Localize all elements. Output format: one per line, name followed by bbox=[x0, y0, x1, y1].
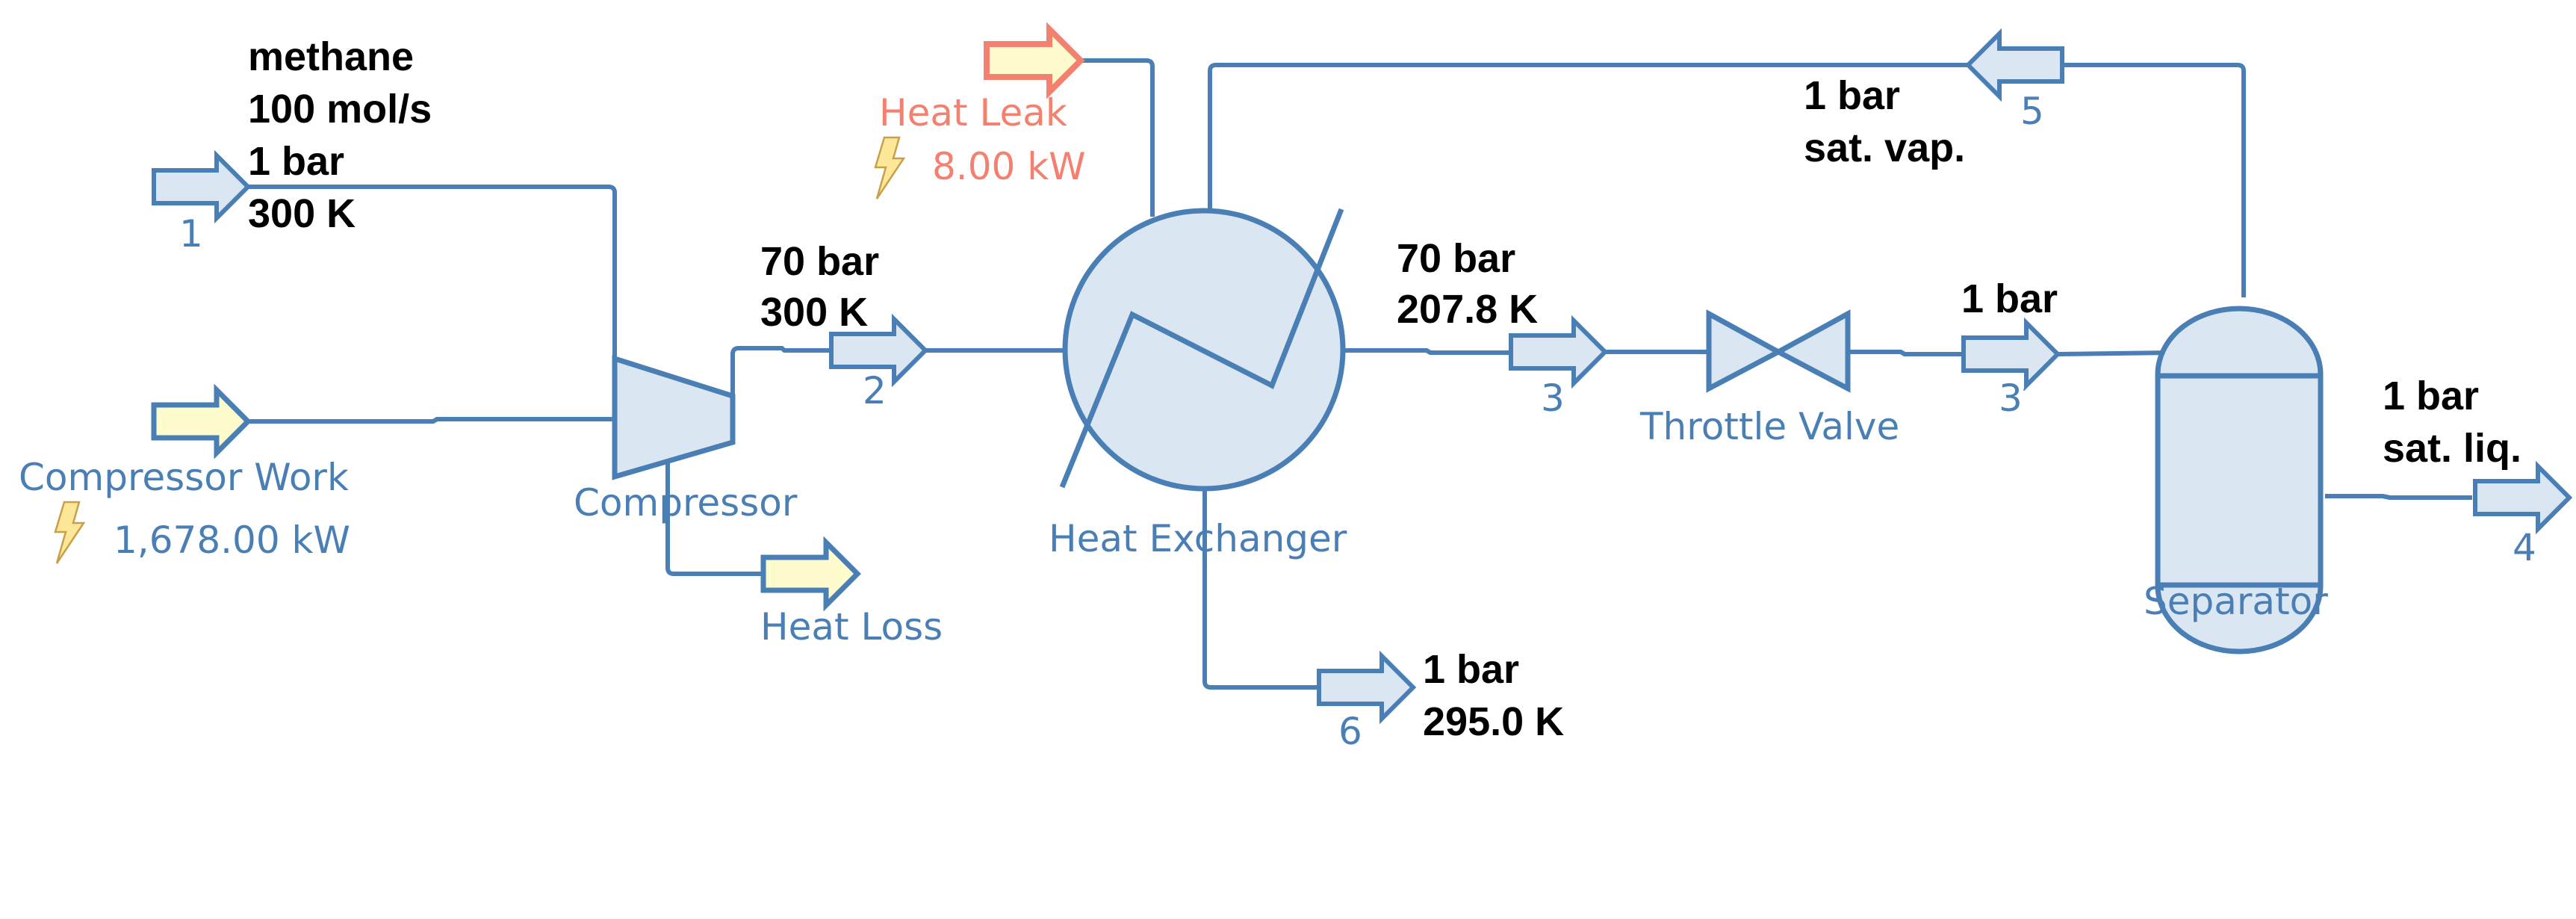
stream-6-temperature: 295.0 K bbox=[1423, 699, 1564, 744]
pipe-stream-5-to-hx bbox=[1208, 63, 1968, 211]
stream-label-6: 6 bbox=[1338, 710, 1362, 753]
heat-leak-value: 8.00 kW bbox=[932, 145, 1086, 188]
heat-exchanger-label: Heat Exchanger bbox=[1049, 517, 1347, 560]
compressor[interactable] bbox=[612, 355, 736, 480]
lightning-bolt-icon bbox=[874, 136, 906, 199]
stream-5-pressure: 1 bar bbox=[1804, 73, 1900, 118]
stream-6-pressure: 1 bar bbox=[1423, 647, 1519, 692]
energy-arrow-heat-loss[interactable] bbox=[760, 536, 861, 612]
compressor-work-label: Compressor Work bbox=[19, 456, 349, 499]
heat-loss-label: Heat Loss bbox=[760, 605, 943, 649]
throttle-valve-left bbox=[1706, 309, 1784, 393]
lightning-bolt-icon bbox=[54, 501, 86, 564]
pipe-hx-outlet bbox=[1344, 348, 1511, 355]
pipe-heat-leak bbox=[1081, 58, 1155, 217]
stream-label-3p: 3′ bbox=[1999, 377, 2031, 420]
stream-arrow-5[interactable] bbox=[1964, 28, 2064, 102]
stream-label-3: 3 bbox=[1541, 377, 1565, 420]
feed-temperature: 300 K bbox=[248, 191, 356, 236]
throttle-valve-label: Throttle Valve bbox=[1639, 405, 1899, 448]
feed-pressure: 1 bar bbox=[248, 139, 344, 184]
heat-leak-label: Heat Leak bbox=[879, 91, 1067, 134]
stream-3p-pressure: 1 bar bbox=[1961, 276, 2058, 321]
throttle-valve[interactable] bbox=[1706, 309, 1851, 393]
compressor-work-value: 1,678.00 kW bbox=[114, 519, 350, 562]
pipe-heat-loss bbox=[665, 460, 762, 576]
pipe-valve-outlet bbox=[1848, 350, 1963, 356]
heat-exchanger-tube-path bbox=[1059, 208, 1344, 489]
stream-arrow-1[interactable] bbox=[152, 149, 252, 224]
separator-label: Separator bbox=[2144, 580, 2328, 623]
separator[interactable] bbox=[2155, 306, 2324, 655]
feed-flow: 100 mol/s bbox=[248, 87, 432, 131]
pipe-stream-5 bbox=[2061, 63, 2246, 297]
stream-4-pressure: 1 bar bbox=[2383, 374, 2479, 418]
stream-2-pressure: 70 bar bbox=[760, 239, 879, 284]
stream-arrow-3-prime[interactable] bbox=[1961, 317, 2061, 392]
energy-arrow-heat-leak[interactable] bbox=[984, 22, 1085, 99]
stream-4-state: sat. liq. bbox=[2383, 426, 2521, 471]
stream-label-5: 5 bbox=[2020, 90, 2044, 133]
stream-label-2: 2 bbox=[863, 369, 887, 412]
pipe-stream-6 bbox=[1202, 490, 1318, 690]
feed-species: methane bbox=[248, 34, 414, 79]
stream-arrow-3[interactable] bbox=[1509, 315, 1609, 389]
stream-3-pressure: 70 bar bbox=[1397, 236, 1515, 281]
pipe-stream-1 bbox=[248, 185, 617, 360]
stream-3-temperature: 207.8 K bbox=[1397, 287, 1538, 332]
stream-label-4: 4 bbox=[2513, 526, 2536, 569]
energy-arrow-compressor-work[interactable] bbox=[151, 383, 252, 460]
pipe-compressor-outlet bbox=[730, 346, 831, 396]
stream-arrow-6[interactable] bbox=[1317, 650, 1417, 725]
pipe-stream-4 bbox=[2325, 494, 2472, 500]
stream-5-state: sat. vap. bbox=[1804, 126, 1965, 170]
compressor-label: Compressor bbox=[574, 481, 798, 525]
throttle-valve-right bbox=[1772, 309, 1851, 393]
stream-arrow-4[interactable] bbox=[2473, 460, 2573, 535]
pipe-stream-3p bbox=[2057, 350, 2170, 356]
stream-2-temperature: 300 K bbox=[760, 290, 868, 335]
stream-arrow-2[interactable] bbox=[829, 313, 929, 388]
pipe-compressor-work bbox=[248, 417, 615, 424]
heat-exchanger[interactable] bbox=[1059, 208, 1346, 492]
stream-label-1: 1 bbox=[179, 212, 203, 256]
